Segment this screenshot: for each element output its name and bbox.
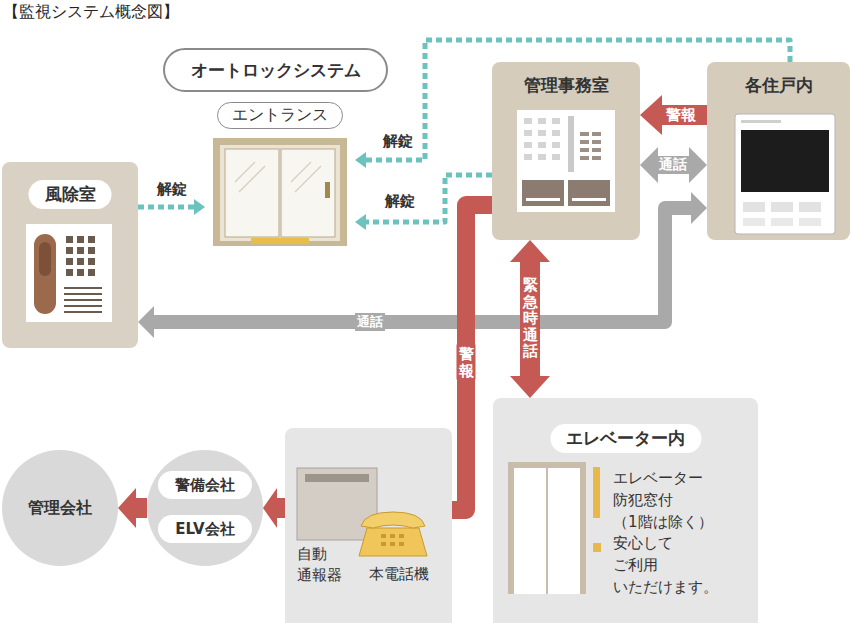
- diagram-title: 【監視システム概念図】: [3, 2, 179, 23]
- node-heading: ELV会社: [175, 520, 234, 539]
- arrow-head: [640, 147, 658, 183]
- arrow-head: [689, 147, 707, 183]
- node-heading: 管理会社: [28, 498, 92, 519]
- arrow-head: [510, 240, 550, 262]
- notifier-illustration: [285, 428, 452, 623]
- connector-line: [658, 156, 689, 174]
- arrow-head: [355, 152, 366, 168]
- connector-arrow: [452, 205, 492, 510]
- node-body: 本電話機: [369, 565, 429, 584]
- company-circle: 警備会社 ELV会社: [147, 450, 263, 566]
- connector-line: [520, 262, 540, 376]
- management-circle: 管理会社: [2, 450, 118, 566]
- connector-label: 警報: [664, 106, 698, 125]
- node-body: エレベーター 防犯窓付 （1階は除く） 安心して ご利用 いただけます。: [613, 468, 718, 599]
- connector-arrow: [640, 147, 707, 183]
- connector-label: 警報: [457, 345, 476, 380]
- dwelling-panel: 各住戸内: [707, 62, 850, 240]
- connector-line: [452, 205, 492, 510]
- connector-line: [138, 205, 194, 210]
- elevator-panel: エレベーター内エレベーター 防犯窓付 （1階は除く） 安心して ご利用 いただけ…: [493, 398, 758, 623]
- node-heading: 警備会社: [175, 476, 235, 495]
- connector-arrow: [118, 488, 147, 528]
- node-heading: 管理事務室: [524, 74, 609, 97]
- arrow-head: [118, 488, 136, 528]
- arrow-head: [194, 199, 205, 215]
- office-panel: 管理事務室: [492, 62, 640, 240]
- connector-arrow: [640, 95, 707, 135]
- notifier-panel: 自動 通報器本電話機: [285, 428, 452, 623]
- arrow-head: [640, 95, 662, 135]
- arrow-head: [691, 192, 707, 224]
- connector-arrow: [510, 240, 550, 398]
- vestibule-panel: 風除室: [2, 162, 138, 348]
- connector-line: [662, 105, 707, 125]
- security-pill: 警備会社: [158, 471, 252, 499]
- connector-label: 通話: [355, 313, 385, 331]
- node-heading: 自動 通報器: [297, 544, 342, 586]
- node-heading: オートロックシステム: [191, 59, 361, 82]
- connector-label: 解錠: [383, 192, 417, 211]
- connector-arrow: [263, 488, 285, 528]
- node-heading: 風除室: [29, 180, 112, 209]
- connector-arrow: [138, 199, 205, 215]
- elevator-company-pill: ELV会社: [158, 515, 252, 543]
- node-heading: 各住戸内: [745, 74, 813, 97]
- node-heading: エレベーター内: [550, 424, 701, 453]
- connector-line: [277, 498, 285, 518]
- connector-label: 解錠: [155, 180, 189, 199]
- connector-label: 通話: [657, 156, 689, 174]
- connector-label: 緊急時通話: [521, 276, 540, 361]
- arrow-head: [138, 306, 154, 338]
- arrow-head: [355, 214, 366, 230]
- system-pill: オートロックシステム: [163, 48, 388, 92]
- node-heading: エントランス: [217, 102, 343, 129]
- circle-illustration: [147, 450, 263, 566]
- arrow-head: [263, 488, 277, 528]
- connector-label: 解錠: [381, 132, 415, 151]
- arrow-head: [510, 376, 550, 398]
- entrance-box: エントランス: [205, 102, 355, 248]
- connector-line: [136, 498, 147, 518]
